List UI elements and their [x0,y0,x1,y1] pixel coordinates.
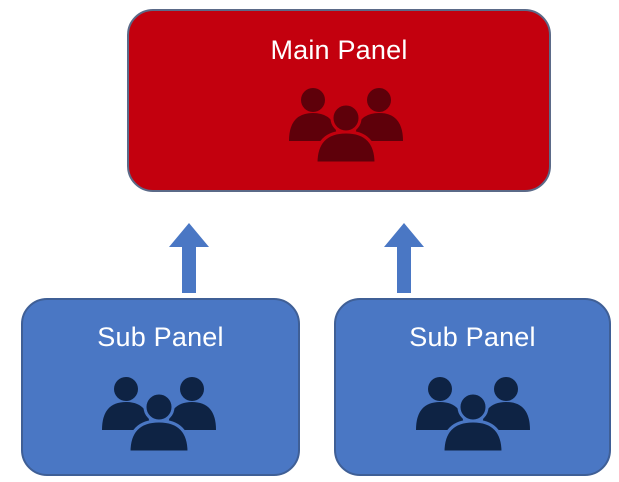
sub-panel-title: Sub Panel [97,322,224,352]
main-panel-title: Main Panel [270,35,408,65]
sub-panel-left: Sub Panel [21,298,300,476]
sub-panel-right: Sub Panel [334,298,611,476]
people-group-icon [102,377,216,452]
up-arrow-icon [384,223,424,293]
people-group-icon [416,377,530,452]
main-panel: Main Panel [127,9,551,192]
sub-panel-title: Sub Panel [409,322,536,352]
people-group-icon [289,88,403,163]
up-arrow-icon [169,223,209,293]
